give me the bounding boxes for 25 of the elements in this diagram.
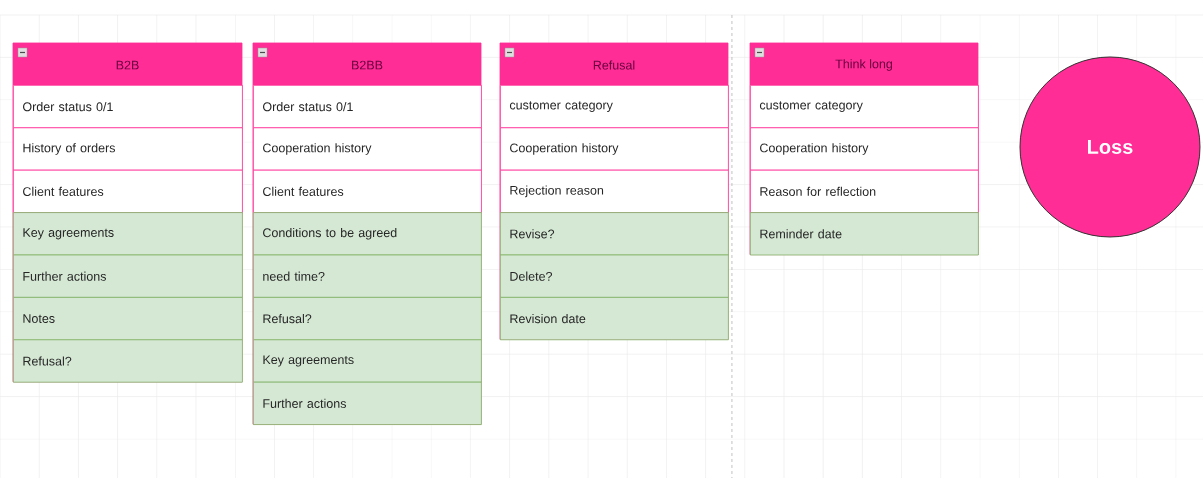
table-row: Conditions to be agreed [253,212,482,256]
table-row: Reminder date [750,212,979,256]
table-row: Refusal? [13,339,243,383]
table-row: Notes [13,297,243,341]
table-row: Delete? [500,254,729,298]
table-row: Key agreements [13,212,243,256]
table-row: Client features [253,169,482,213]
table-row: Further actions [253,381,482,425]
table-row: Cooperation history [253,127,482,171]
table-row: need time? [253,254,482,298]
table-row: History of orders [13,127,243,171]
table-row: Refusal? [253,297,482,341]
table-row: Client features [13,169,243,213]
table-row: customer category [750,85,979,129]
table-row: Rejection reason [500,169,729,213]
table-row: Cooperation history [750,127,979,171]
table-row: Cooperation history [500,127,729,171]
table-row: Further actions [13,254,243,298]
table-row: Key agreements [253,339,482,383]
table-row: Reason for reflection [750,169,979,213]
table-row: Revision date [500,297,729,341]
table-row: Order status 0/1 [253,85,482,129]
table-row: customer category [500,85,729,129]
table-row: Revise? [500,212,729,256]
table-row: Order status 0/1 [13,85,243,129]
